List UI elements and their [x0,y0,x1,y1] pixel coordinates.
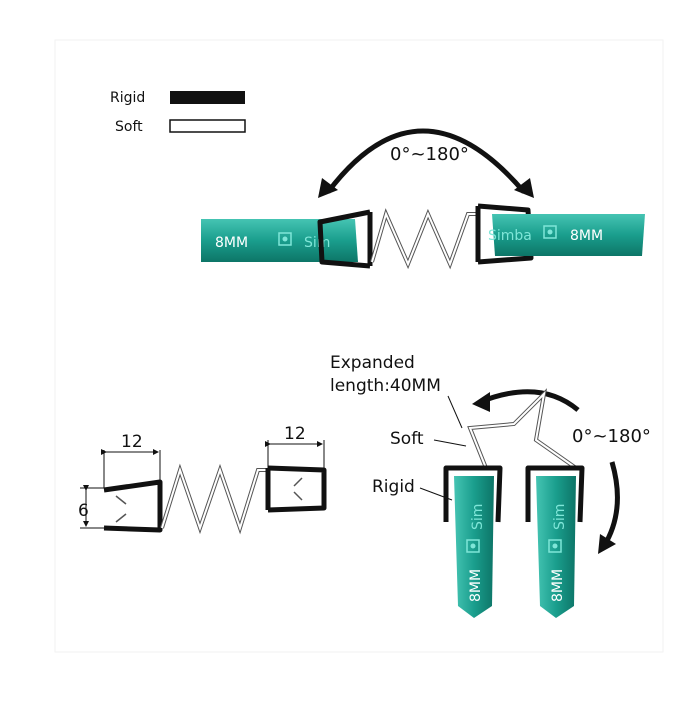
brand-logo-icon [278,232,292,246]
br-left-glass-brand: Sim [470,504,486,530]
legend: Rigid Soft [110,90,246,135]
br-right-glass-thickness: 8MM [550,569,566,602]
expanded-leader-line [447,395,463,429]
soft-leader-line [433,439,467,447]
top-right-glass-brand: Simba [488,228,532,244]
top-soft-spring-inner [371,211,478,267]
top-right-glass-panel [492,214,645,256]
bottom-left-dimension-drawing: 12 6 12 [78,424,327,535]
dim-width-left: 12 [121,432,143,452]
top-left-rigid-profile [317,209,371,269]
br-rigid-label: Rigid [372,477,415,497]
top-left-glass-brand: Sim [304,235,330,251]
top-angle-label: 0°~180° [390,144,469,165]
br-angle-label: 0°~180° [572,426,651,447]
br-arrowhead-top-icon [472,392,490,412]
arrowhead-right-icon [514,178,534,198]
legend-soft-label: Soft [115,119,143,135]
br-rotation-arrow-side-icon [601,461,620,548]
bl-soft-spring-inner [161,466,268,532]
arrowhead-left-icon [318,178,338,198]
br-arrowhead-side-icon [598,534,616,554]
br-soft-label: Soft [390,429,424,449]
br-soft-fold-inner [468,391,577,469]
expanded-label-line2: length:40MM [330,376,441,396]
br-rotation-arrow-top-icon [479,389,580,412]
dim-width-right: 12 [284,424,306,444]
br-left-glass-thickness: 8MM [468,569,484,602]
bottom-right-assembly: Expanded length:40MM Soft Rigid 0°~180° … [330,353,651,618]
legend-soft-swatch [169,119,246,133]
bl-right-soft-lip [293,491,303,501]
br-right-glass-brand: Sim [552,504,568,530]
top-right-glass-thickness: 8MM [570,228,603,244]
legend-rigid-swatch [170,91,245,104]
frame [54,39,664,653]
rotation-arrow-icon [326,128,526,194]
br-right-rigid-profile [525,465,585,523]
top-left-glass-thickness: 8MM [215,235,248,251]
bl-right-soft-lip [293,477,303,487]
brand-logo-icon [543,225,557,239]
bl-left-soft-lip [115,513,127,523]
expanded-label-line1: Expanded [330,353,415,373]
bl-right-rigid-profile [267,465,327,513]
br-left-rigid-profile [443,465,503,523]
dim-height: 6 [78,501,89,521]
bl-left-soft-lip [115,495,127,505]
legend-rigid-label: Rigid [110,90,145,106]
top-assembly: 0°~180° 8MM Sim Simba 8MM [201,128,645,270]
brand-logo-icon [548,539,562,553]
bl-left-rigid-profile [103,479,163,533]
brand-logo-icon [466,539,480,553]
